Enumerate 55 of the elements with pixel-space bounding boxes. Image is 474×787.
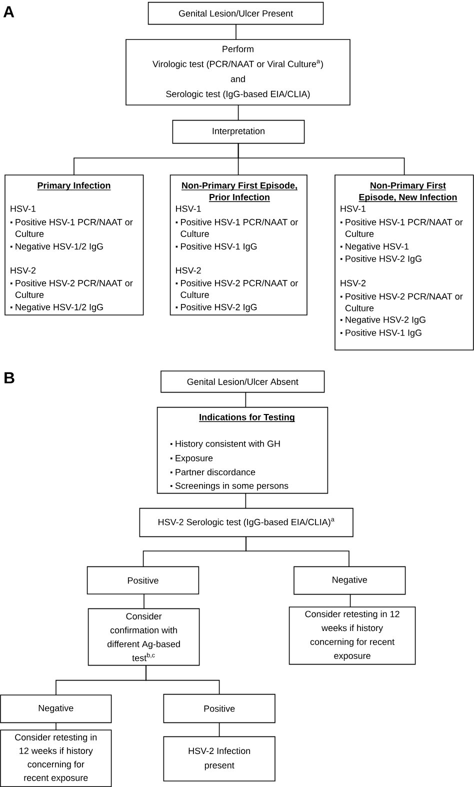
flowchart-box: Consider retesting in 12 weeks if history concerning for recent exposure <box>0 730 112 787</box>
list-item: Negative HSV-1 <box>346 243 409 252</box>
list-item: Positive HSV-1 PCR/NAAT or Culture <box>15 218 133 237</box>
list-item: Positive HSV-1 PCR/NAAT or Culture <box>345 218 463 237</box>
panel-letter: B <box>4 372 14 384</box>
list-item: Negative HSV-1/2 IgG <box>16 304 103 312</box>
list-item: Partner discordance <box>176 468 256 476</box>
list-item: History consistent with GH <box>176 440 280 449</box>
list-item: Positive HSV-1 IgG <box>181 243 257 252</box>
result-box <box>4 174 144 316</box>
connector-line <box>218 722 220 738</box>
group-label: HSV-1 <box>176 206 201 212</box>
connector-line <box>246 536 350 568</box>
flowchart-box: Consider confirmation with different Ag-based test$^{b,c}$ <box>88 608 200 666</box>
connector-line <box>238 142 405 176</box>
flowchart-box: HSV-2 Serologic test (IgG-based EIA/CLIA)$^{a}$ <box>139 508 354 538</box>
flowchart-box: Genital Lesion/Ulcer Present <box>148 2 324 25</box>
flowchart-box: Negative <box>0 694 112 724</box>
list-item: Negative HSV-2 IgG <box>346 316 426 325</box>
list-item: Positive HSV-1 PCR/NAAT or Culture <box>180 218 298 237</box>
connector-line <box>350 594 351 608</box>
group-label: HSV-2 <box>340 280 366 286</box>
connector-line <box>146 664 220 695</box>
list-item: Negative HSV-1/2 IgG <box>16 243 103 252</box>
panel-letter: A <box>3 6 14 18</box>
flowchart-box: Consider retesting in 12 weeks if history concerning for recent exposure <box>288 606 416 665</box>
list-item: Positive HSV-2 IgG <box>181 304 257 312</box>
flowchart-box: Positive <box>86 566 200 594</box>
list-item: Positive HSV-2 PCR/NAAT or Culture <box>180 280 298 298</box>
connector-line <box>245 392 246 408</box>
connector-line <box>245 492 246 509</box>
result-box <box>170 174 308 316</box>
flowchart-box: Positive <box>163 694 276 724</box>
flowchart-box: Interpretation <box>172 120 305 144</box>
flowchart-box: Genital Lesion/Ulcer Absent <box>160 370 325 393</box>
box-heading: Non-Primary First Episode, Prior Infection <box>181 182 298 202</box>
group-label: HSV-1 <box>10 206 36 212</box>
box-heading: Non-Primary First Episode, New Infection <box>358 182 458 202</box>
group-label: HSV-2 <box>10 267 36 274</box>
group-label: HSV-1 <box>340 206 366 212</box>
flowchart-box: HSV-2 Infection present <box>163 736 276 782</box>
result-box <box>334 174 474 350</box>
list-item: Positive HSV-2 PCR/NAAT or Culture <box>15 280 133 298</box>
result-box <box>156 406 328 494</box>
flowchart-box: Negative <box>294 566 406 595</box>
list-item: Positive HSV-2 PCR/NAAT or Culture <box>345 293 463 312</box>
box-heading: Indications for Testing <box>198 414 296 422</box>
list-item: Positive HSV-2 IgG <box>346 255 422 264</box>
connector-line <box>238 104 239 121</box>
flowchart-box: Perform Virologic test (PCR/NAAT or Viral Culture$^{a}$) and Serologic test (IgG-based EIA/CLIA) <box>126 39 350 106</box>
list-item: Screenings in some persons <box>175 482 288 491</box>
list-item: Positive HSV-1 IgG <box>346 329 422 338</box>
group-label: HSV-2 <box>176 267 201 274</box>
box-heading: Primary Infection <box>36 182 112 190</box>
list-item: Exposure <box>176 455 213 464</box>
